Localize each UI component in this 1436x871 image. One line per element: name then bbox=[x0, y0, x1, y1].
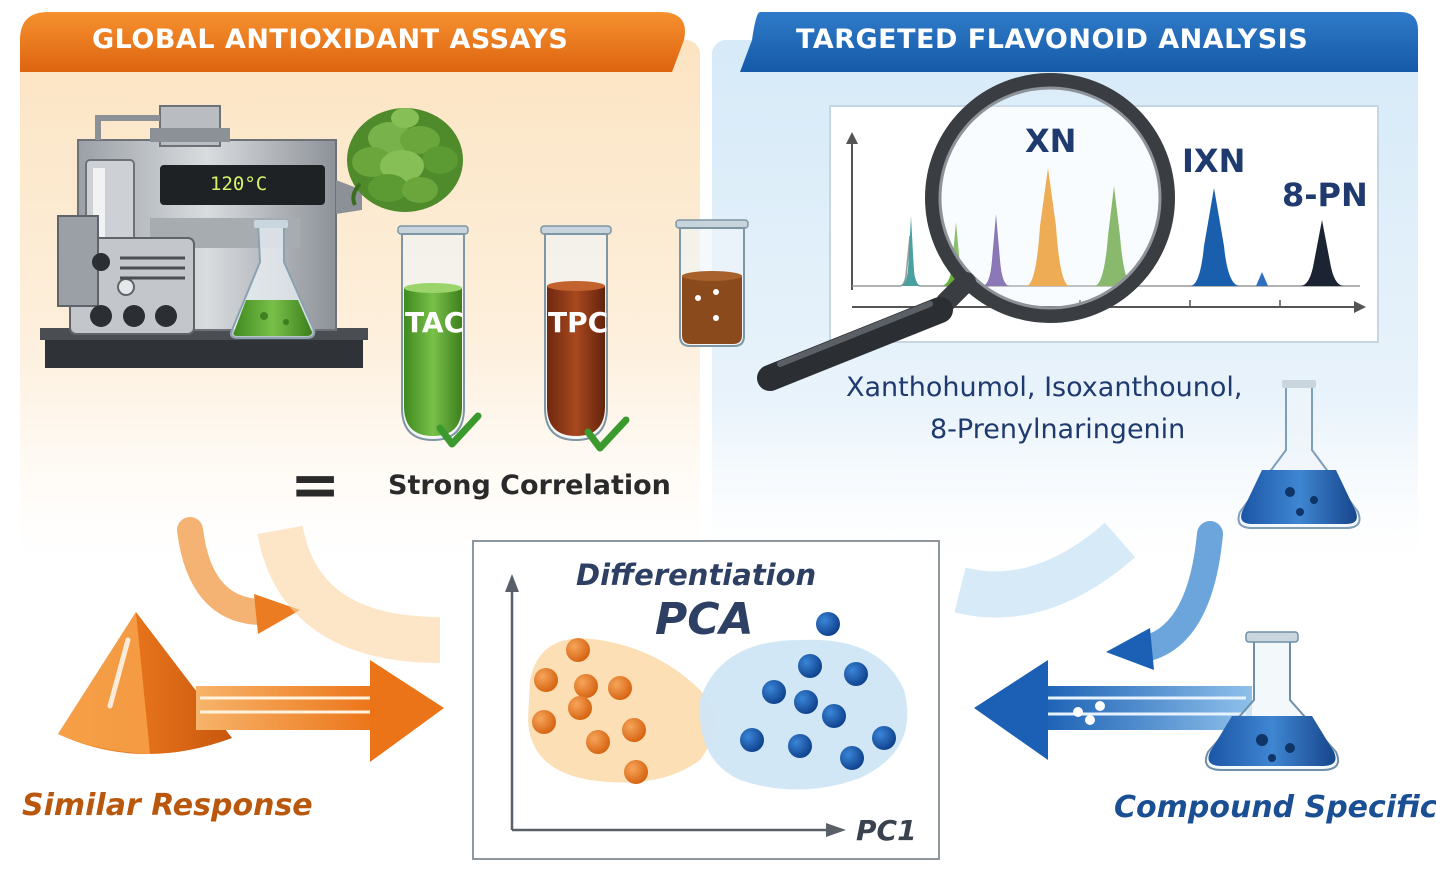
blue-arrow bbox=[974, 660, 1252, 760]
pca-point-blue bbox=[840, 746, 864, 770]
pca-x-axis-label: PC1 bbox=[856, 814, 917, 847]
pca-point-blue bbox=[794, 690, 818, 714]
pca-plot bbox=[505, 574, 908, 837]
pca-point-blue bbox=[788, 734, 812, 758]
left-panel-title: GLOBAL ANTIOXIDANT ASSAYS bbox=[92, 24, 569, 55]
test-tube-icon bbox=[540, 225, 612, 442]
pca-title: Differentiation bbox=[576, 558, 817, 592]
pca-point-blue bbox=[762, 680, 786, 704]
pca-point-blue bbox=[872, 726, 896, 750]
left-banner bbox=[20, 12, 685, 72]
check-icon bbox=[436, 412, 482, 448]
hop-cone-icon bbox=[347, 108, 463, 212]
pca-point-orange bbox=[586, 730, 610, 754]
test-tube-icon bbox=[675, 219, 749, 347]
compounds-line-1: Xanthohumol, Isoxanthounol, bbox=[846, 372, 1243, 403]
flask-icon bbox=[229, 220, 316, 339]
compounds-line-2: 8-Prenylnaringenin bbox=[930, 414, 1186, 445]
pca-point-blue bbox=[844, 662, 868, 686]
check-icon bbox=[584, 416, 630, 452]
pca-point-orange bbox=[574, 674, 598, 698]
equals-symbol: = bbox=[290, 450, 341, 520]
pca-point-blue bbox=[822, 704, 846, 728]
pca-point-blue bbox=[816, 612, 840, 636]
pca-method: PCA bbox=[655, 594, 754, 645]
right-banner bbox=[740, 12, 1418, 72]
peak-label-8pn: 8-PN bbox=[1282, 176, 1368, 214]
right-panel-title: TARGETED FLAVONOID ANALYSIS bbox=[796, 24, 1309, 55]
magnifying-glass-icon bbox=[757, 73, 1175, 391]
peak-label-xn: XN bbox=[1025, 122, 1077, 160]
pca-point-orange bbox=[532, 710, 556, 734]
pca-point-blue bbox=[740, 728, 764, 752]
pca-point-blue bbox=[798, 654, 822, 678]
pca-point-orange bbox=[624, 760, 648, 784]
pca-point-orange bbox=[608, 676, 632, 700]
orange-arrow bbox=[196, 660, 444, 762]
similar-response-label: Similar Response bbox=[22, 788, 313, 823]
compound-specific-label: Compound Specific bbox=[1114, 790, 1436, 825]
pca-point-orange bbox=[534, 668, 558, 692]
cone-icon bbox=[58, 612, 232, 755]
pca-point-orange bbox=[566, 638, 590, 662]
pca-point-orange bbox=[568, 696, 592, 720]
tac-label: TAC bbox=[405, 306, 465, 339]
instrument-temperature: 120°C bbox=[210, 173, 268, 195]
pca-point-orange bbox=[622, 718, 646, 742]
cluster-orange bbox=[528, 638, 715, 783]
flask-icon bbox=[1204, 631, 1340, 771]
flask-icon bbox=[1237, 380, 1361, 529]
peak-label-ixn: IXN bbox=[1182, 142, 1246, 180]
tpc-label: TPC bbox=[548, 306, 609, 339]
correlation-text: Strong Correlation bbox=[388, 470, 671, 501]
heating-instrument-icon bbox=[40, 105, 368, 368]
test-tube-icon bbox=[397, 225, 469, 442]
